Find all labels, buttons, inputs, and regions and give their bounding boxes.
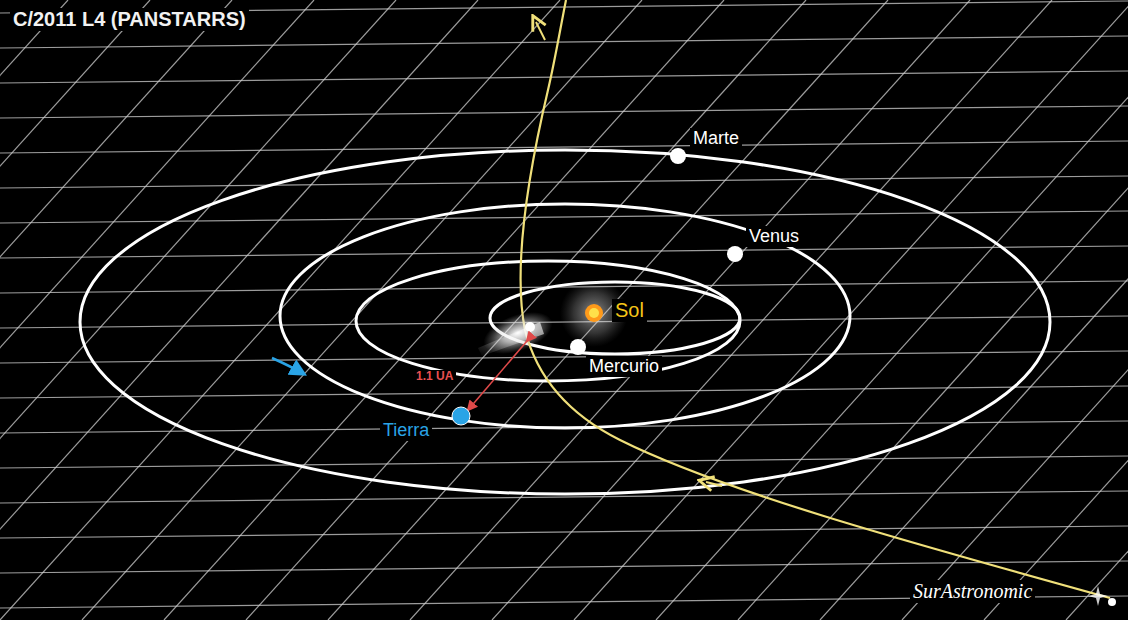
path-arrow [706,482,722,486]
watermark-dot [1108,598,1116,606]
middle-orbit [280,204,850,428]
planet-label: Mercurio [586,356,662,377]
grid-line [0,561,1128,573]
comet-nucleus [525,322,535,332]
venus-dot [727,246,743,262]
outer-orbit [80,150,1050,494]
grid-line [0,106,1128,118]
grid-line [902,0,1128,620]
grid-line [656,0,1128,620]
grid-line [0,351,1128,363]
grid-line [164,0,724,620]
distance-arrow [468,341,527,410]
sun-core [589,308,599,318]
watermark: SurAstronomic [910,580,1035,603]
sun [585,304,603,322]
grid-line [1066,0,1128,620]
comet-coma [478,304,558,362]
distance-label: 1.1 UA [413,370,456,384]
mars-dot [670,148,686,164]
path-arrow [536,22,545,40]
grid-line [0,0,150,620]
sun-label: Sol [612,299,647,322]
grid-line [984,0,1128,620]
grid-line [328,0,888,620]
grid-line [820,0,1128,620]
grid-line [0,71,1128,83]
grid-line [492,0,1052,620]
diagram-title: C/2011 L4 (PANSTARRS) [10,8,249,31]
planet-label: Venus [746,226,802,247]
grid-line [0,0,478,620]
grid-line [0,281,1128,293]
grid-line [738,0,1128,620]
earth-dot [452,407,470,425]
grid-line [0,386,1128,398]
inner-orbit [356,261,740,381]
grid-line [246,0,806,620]
planet-label: Marte [690,128,742,149]
comet-path [521,0,1110,598]
direction-arrow [272,358,304,374]
mercury-dot [570,339,586,355]
earth-label: Tierra [380,420,432,441]
watermark-star [1088,586,1108,606]
grid-line [0,526,1128,538]
grid-line [0,246,1128,258]
grid-line [0,36,1128,48]
grid-line [82,0,642,620]
grid-line [410,0,970,620]
grid-line [0,0,314,620]
orbits [80,150,1050,494]
